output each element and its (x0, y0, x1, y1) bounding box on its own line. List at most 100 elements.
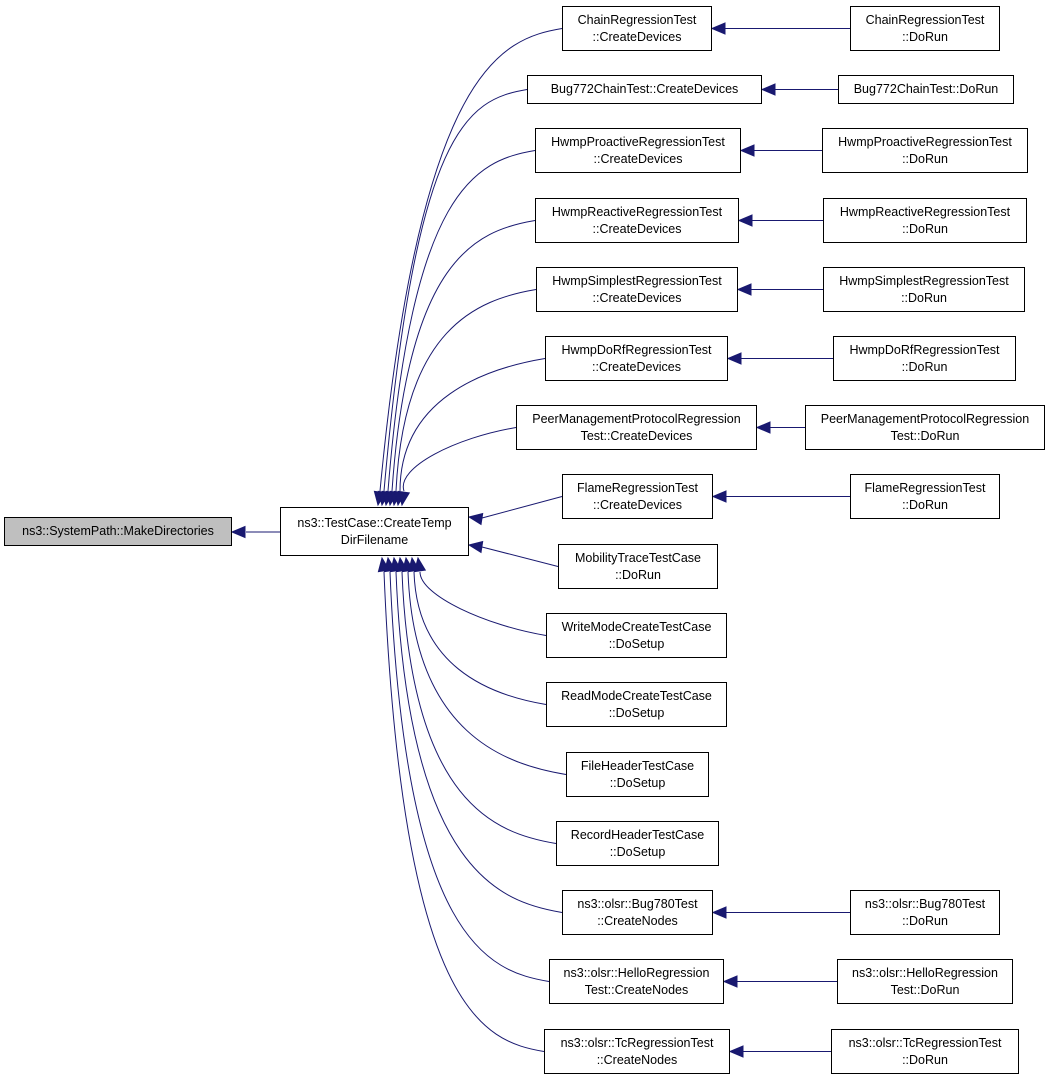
edge-caller-7 (402, 427, 517, 492)
next-node-6-label-line1: HwmpDoRfRegressionTest (849, 342, 1000, 357)
edge-caller-6 (399, 358, 546, 492)
next-node-1[interactable]: ChainRegressionTest::DoRun (850, 6, 1000, 51)
edge-caller-10 (419, 571, 547, 636)
caller-node-11[interactable]: ReadModeCreateTestCase::DoSetup (546, 682, 727, 727)
next-node-8-label-line1: FlameRegressionTest (864, 480, 986, 495)
next-node-3[interactable]: HwmpProactiveRegressionTest::DoRun (822, 128, 1028, 173)
next-node-3-label-line1: HwmpProactiveRegressionTest (838, 134, 1012, 149)
next-node-15-label-line1: ns3::olsr::HelloRegression (852, 965, 998, 980)
caller-node-14-label-line1: ns3::olsr::Bug780Test (577, 896, 698, 911)
edge-caller-5 (395, 289, 537, 492)
next-node-6[interactable]: HwmpDoRfRegressionTest::DoRun (833, 336, 1016, 381)
caller-node-2-label-line1: Bug772ChainTest::CreateDevices (550, 82, 739, 96)
caller-node-12[interactable]: FileHeaderTestCase::DoSetup (566, 752, 709, 797)
next-node-5-label-line1: HwmpSimplestRegressionTest (839, 273, 1009, 288)
focus-node: ns3::SystemPath::MakeDirectories (4, 517, 232, 546)
caller-node-1-label-line1: ChainRegressionTest (577, 12, 697, 27)
arrowhead-focus (230, 525, 246, 539)
hub-node[interactable]: ns3::TestCase::CreateTemp DirFilename (280, 507, 469, 556)
arrowhead-next-6 (726, 352, 742, 365)
edge-caller-1 (379, 28, 563, 492)
arrowhead-next-14 (711, 906, 727, 919)
caller-node-10-label-line1: WriteModeCreateTestCase (561, 619, 712, 634)
edge-caller-12 (407, 571, 567, 775)
caller-node-4-label-line1: HwmpReactiveRegressionTest (551, 204, 723, 219)
arrowhead-caller-7 (397, 490, 411, 507)
arrowhead-caller-16 (377, 556, 391, 573)
caller-node-14[interactable]: ns3::olsr::Bug780Test::CreateNodes (562, 890, 713, 935)
next-node-7-label-line2: Test::DoRun (890, 428, 960, 443)
arrowhead-next-8 (711, 490, 727, 503)
caller-node-5-label-line1: HwmpSimplestRegressionTest (552, 273, 722, 288)
arrowhead-next-16 (728, 1045, 744, 1058)
caller-node-4[interactable]: HwmpReactiveRegressionTest::CreateDevice… (535, 198, 739, 243)
next-node-4-label-line1: HwmpReactiveRegressionTest (839, 204, 1011, 219)
arrowhead-next-4 (737, 214, 753, 227)
next-node-8-label-line2: ::DoRun (902, 497, 948, 512)
caller-node-10-label-line2: ::DoSetup (608, 636, 665, 651)
caller-node-9[interactable]: MobilityTraceTestCase::DoRun (558, 544, 718, 589)
next-node-5-label-line2: ::DoRun (901, 290, 947, 305)
caller-node-7-label-line2: Test::CreateDevices (580, 428, 693, 443)
caller-node-15-label-line2: Test::CreateNodes (584, 982, 689, 997)
next-node-14-label-line1: ns3::olsr::Bug780Test (864, 896, 986, 911)
caller-node-3[interactable]: HwmpProactiveRegressionTest::CreateDevic… (535, 128, 741, 173)
arrowhead-caller-9 (467, 540, 484, 554)
caller-node-12-label-line1: FileHeaderTestCase (580, 758, 695, 773)
caller-node-4-label-line2: ::CreateDevices (592, 221, 682, 236)
next-node-2[interactable]: Bug772ChainTest::DoRun (838, 75, 1014, 104)
caller-node-6-label-line1: HwmpDoRfRegressionTest (561, 342, 712, 357)
hub-node-label-line1: ns3::TestCase::CreateTemp (297, 515, 452, 530)
caller-node-15-label-line1: ns3::olsr::HelloRegression (563, 965, 710, 980)
edge-caller-16 (383, 571, 545, 1052)
caller-node-6[interactable]: HwmpDoRfRegressionTest::CreateDevices (545, 336, 728, 381)
arrowhead-next-7 (755, 421, 771, 434)
next-node-2-label-line1: Bug772ChainTest::DoRun (853, 82, 999, 96)
next-node-14-label-line2: ::DoRun (902, 913, 948, 928)
next-node-5[interactable]: HwmpSimplestRegressionTest::DoRun (823, 267, 1025, 312)
caller-node-11-label-line2: ::DoSetup (608, 705, 665, 720)
edge-caller-4 (391, 220, 536, 492)
edge-caller-3 (387, 150, 536, 492)
edge-caller-14 (395, 571, 563, 913)
caller-node-13-label-line1: RecordHeaderTestCase (570, 827, 705, 842)
hub-node-label-line2: DirFilename (340, 532, 409, 547)
caller-node-9-label-line2: ::DoRun (615, 567, 661, 582)
next-node-16[interactable]: ns3::olsr::TcRegressionTest::DoRun (831, 1029, 1019, 1074)
next-node-7-label-line1: PeerManagementProtocolRegression (820, 411, 1030, 426)
caller-node-11-label-line1: ReadModeCreateTestCase (561, 688, 712, 703)
caller-node-10[interactable]: WriteModeCreateTestCase::DoSetup (546, 613, 727, 658)
caller-node-13-label-line2: ::DoSetup (609, 844, 666, 859)
caller-node-16-label-line2: ::CreateNodes (596, 1052, 678, 1067)
edge-caller-15 (389, 571, 550, 982)
caller-node-2[interactable]: Bug772ChainTest::CreateDevices (527, 75, 762, 104)
arrowhead-caller-8 (467, 512, 484, 526)
caller-node-16-label-line1: ns3::olsr::TcRegressionTest (560, 1035, 714, 1050)
edge-caller-13 (401, 571, 557, 844)
edge-caller-8 (481, 496, 563, 519)
next-node-6-label-line2: ::DoRun (901, 359, 948, 374)
arrowhead-next-2 (760, 83, 776, 96)
caller-node-14-label-line2: ::CreateNodes (597, 913, 678, 928)
caller-node-5-label-line2: ::CreateDevices (592, 290, 682, 305)
next-node-3-label-line2: ::DoRun (902, 151, 948, 166)
next-node-8[interactable]: FlameRegressionTest::DoRun (850, 474, 1000, 519)
caller-node-16[interactable]: ns3::olsr::TcRegressionTest::CreateNodes (544, 1029, 730, 1074)
caller-node-13[interactable]: RecordHeaderTestCase::DoSetup (556, 821, 719, 866)
next-node-4-label-line2: ::DoRun (902, 221, 948, 236)
next-node-14[interactable]: ns3::olsr::Bug780Test::DoRun (850, 890, 1000, 935)
caller-node-3-label-line2: ::CreateDevices (593, 151, 683, 166)
edge-caller-9 (481, 546, 559, 567)
next-node-4[interactable]: HwmpReactiveRegressionTest::DoRun (823, 198, 1027, 243)
caller-node-8[interactable]: FlameRegressionTest::CreateDevices (562, 474, 713, 519)
arrowhead-next-1 (710, 22, 726, 35)
edge-caller-2 (383, 89, 528, 492)
caller-node-5[interactable]: HwmpSimplestRegressionTest::CreateDevice… (536, 267, 738, 312)
caller-node-1[interactable]: ChainRegressionTest::CreateDevices (562, 6, 712, 51)
focus-node-label: ns3::SystemPath::MakeDirectories (22, 524, 214, 538)
